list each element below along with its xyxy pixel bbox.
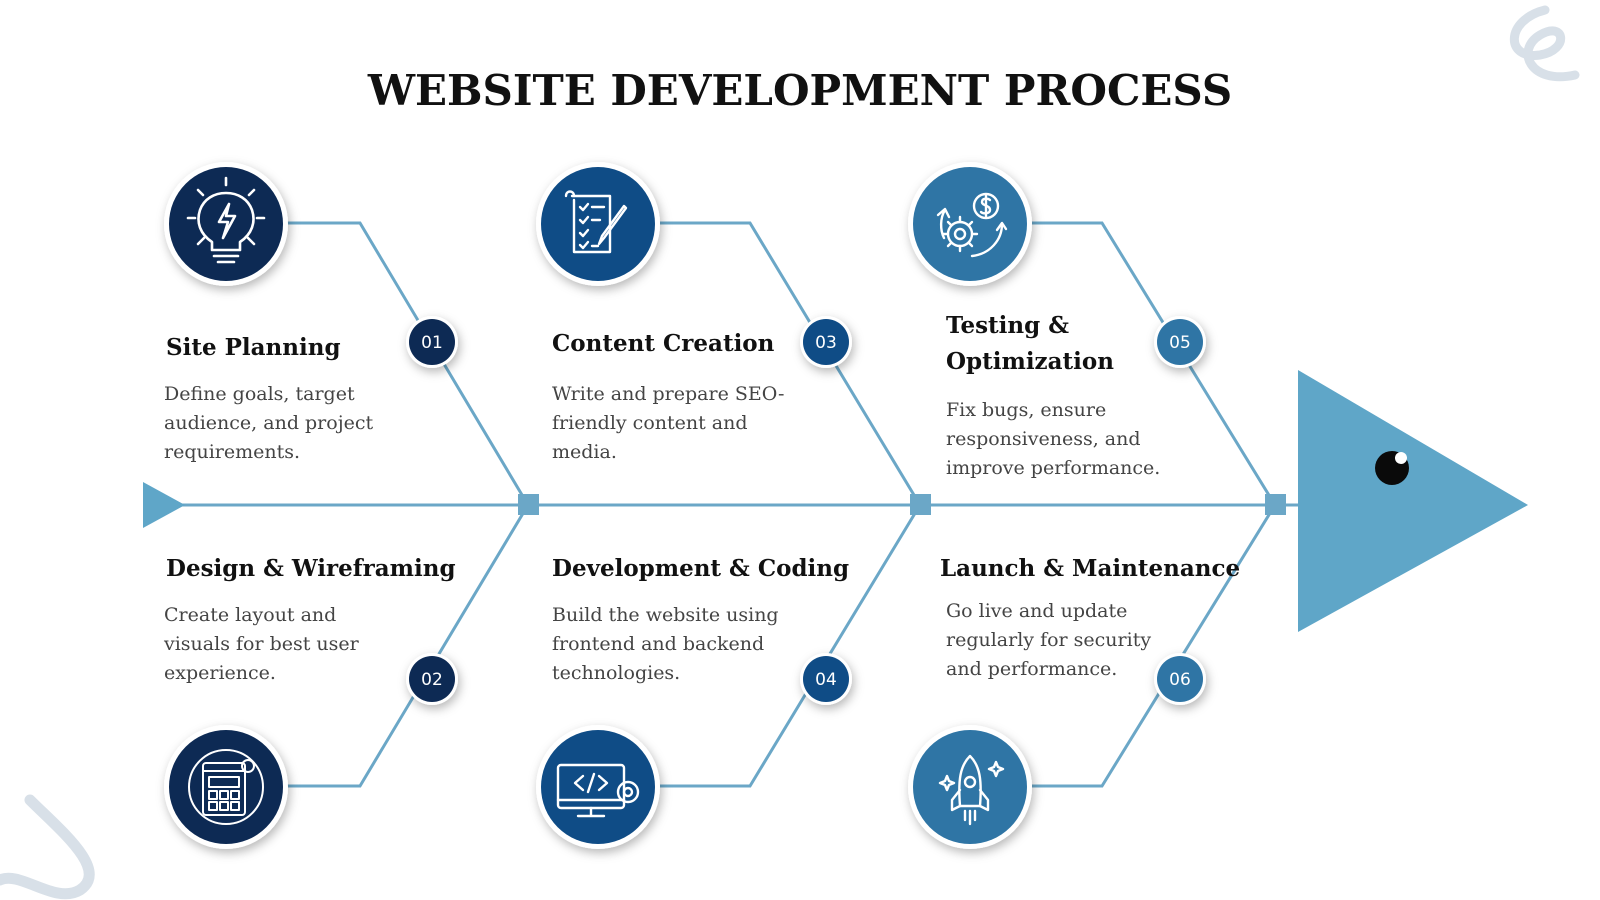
step-03-title: Content Creation <box>552 330 775 357</box>
rib-02 <box>284 504 530 788</box>
icon-circle-06 <box>908 725 1032 849</box>
step-06-description: Go live and update regularly for securit… <box>946 600 1152 680</box>
number-06: 06 <box>1169 670 1191 690</box>
rocket-icon <box>938 754 1005 826</box>
number-01: 01 <box>421 333 443 353</box>
number-05: 05 <box>1169 333 1191 353</box>
fish-head <box>1298 370 1528 632</box>
icon-circle-01 <box>164 162 288 286</box>
tail-arrow <box>143 482 185 528</box>
number-badge-01: 01 <box>406 316 458 368</box>
number-02: 02 <box>421 670 443 690</box>
rib-01 <box>284 221 530 506</box>
checklist-pen-icon <box>564 190 628 254</box>
number-badge-03: 03 <box>800 316 852 368</box>
number-badge-04: 04 <box>800 653 852 705</box>
step-04-title: Development & Coding <box>552 555 850 582</box>
rib-04 <box>660 504 922 788</box>
number-03: 03 <box>815 333 837 353</box>
number-04: 04 <box>815 670 837 690</box>
number-badge-02: 02 <box>406 653 458 705</box>
wireframe-icon <box>188 749 264 825</box>
icon-circle-04 <box>536 725 660 849</box>
step-01-title: Site Planning <box>166 334 341 361</box>
step-02-description: Create layout and visuals for best user … <box>164 604 359 684</box>
step-01-description: Define goals, target audience, and proje… <box>164 383 374 463</box>
rib-03 <box>660 221 922 506</box>
number-badge-05: 05 <box>1154 316 1206 368</box>
junction-2 <box>910 494 931 515</box>
page-title: WEBSITE DEVELOPMENT PROCESS <box>367 66 1233 115</box>
junction-3 <box>1265 494 1286 515</box>
junction-1 <box>518 494 539 515</box>
decor-squiggle-bottom-left <box>0 794 95 900</box>
icon-circle-03 <box>536 162 660 286</box>
rib-06 <box>1032 504 1277 788</box>
decor-squiggle-top-right <box>1509 5 1580 82</box>
number-badge-06: 06 <box>1154 653 1206 705</box>
icon-circle-02 <box>164 725 288 849</box>
rib-05 <box>1032 221 1277 506</box>
step-06-title: Launch & Maintenance <box>940 555 1241 582</box>
icon-circle-05 <box>908 162 1032 286</box>
step-03-description: Write and prepare SEO-friendly content a… <box>552 383 785 463</box>
gear-dollar-icon <box>936 192 1008 258</box>
step-05-description: Fix bugs, ensure responsiveness, and imp… <box>946 399 1161 479</box>
fish-eye-highlight <box>1395 452 1407 464</box>
lightbulb-icon <box>186 176 266 264</box>
step-04-description: Build the website using frontend and bac… <box>552 604 779 684</box>
code-monitor-icon <box>556 763 640 818</box>
step-05-title: Testing & Optimization <box>946 312 1114 375</box>
step-02-title: Design & Wireframing <box>166 555 456 582</box>
